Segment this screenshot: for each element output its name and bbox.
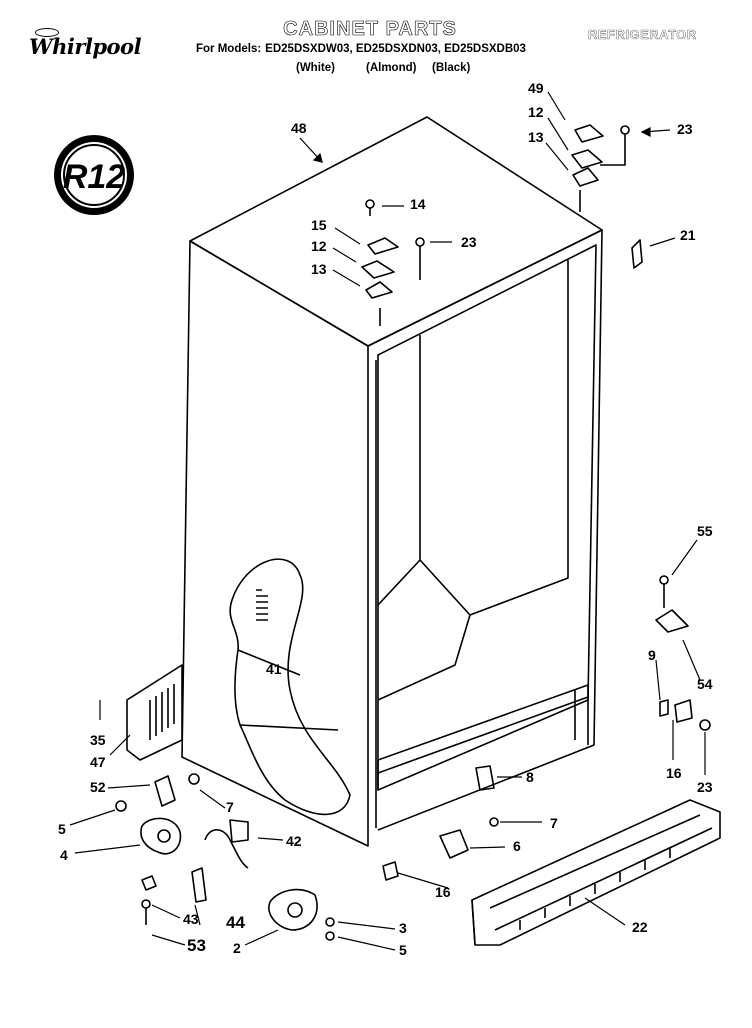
hinge-part-13-right xyxy=(572,167,599,187)
callout-23-mid: 23 xyxy=(461,234,477,250)
callout-47: 47 xyxy=(90,754,106,770)
callout-22: 22 xyxy=(632,919,648,935)
callout-42: 42 xyxy=(286,833,302,849)
logo-oval-icon xyxy=(35,28,59,37)
color-black: (Black) xyxy=(432,62,471,74)
part-8-block xyxy=(475,765,495,791)
callout-8: 8 xyxy=(526,769,534,785)
callout-16-lower: 16 xyxy=(435,884,451,900)
callout-7-left: 7 xyxy=(226,799,234,815)
model-list: For Models:ED25DSXDW03, ED25DSXDN03, ED2… xyxy=(196,43,526,55)
callout-52: 52 xyxy=(90,779,106,795)
callout-9: 9 xyxy=(648,647,656,663)
callout-44: 44 xyxy=(226,913,245,932)
callout-12-right: 12 xyxy=(528,104,544,120)
callout-23-bottom: 23 xyxy=(697,779,713,795)
callout-3: 3 xyxy=(399,920,407,936)
part-42-wiring xyxy=(204,819,249,869)
cabinet-front-frame xyxy=(367,229,603,831)
part-16-lower xyxy=(382,861,399,881)
part-6-bracket xyxy=(439,829,469,859)
callout-6: 6 xyxy=(513,838,521,854)
r12-refrigerant-badge: R12 xyxy=(54,135,134,215)
whirlpool-logo: Whirlpool xyxy=(15,28,155,70)
hinge-part-49 xyxy=(574,124,604,143)
hinge-part-12 xyxy=(361,260,395,279)
part-16-bracket xyxy=(674,699,693,723)
callout-53: 53 xyxy=(187,936,206,955)
callout-43: 43 xyxy=(183,911,199,927)
callout-48: 48 xyxy=(291,120,307,136)
cabinet-left-side xyxy=(181,240,369,847)
callout-4: 4 xyxy=(60,847,68,863)
page-title: CABINET PARTS xyxy=(283,18,457,41)
callout-7-right: 7 xyxy=(550,815,558,831)
color-almond: (Almond) xyxy=(366,62,417,74)
callout-13-left: 13 xyxy=(311,261,327,277)
hinge-part-12-right xyxy=(571,149,603,169)
callout-16-right: 16 xyxy=(666,765,682,781)
part-44-clip xyxy=(191,867,207,903)
back-panel xyxy=(126,664,183,761)
cabinet-top xyxy=(189,116,603,347)
callout-14: 14 xyxy=(410,196,426,212)
part-4-motor xyxy=(140,817,182,855)
hinge-part-13 xyxy=(365,281,393,299)
callout-35: 35 xyxy=(90,732,106,748)
door-stop-21 xyxy=(631,239,643,269)
callout-49: 49 xyxy=(528,80,544,96)
hinge-part-15 xyxy=(367,237,399,255)
callout-12-left: 12 xyxy=(311,238,327,254)
callout-21: 21 xyxy=(680,227,696,243)
callout-15: 15 xyxy=(311,217,327,233)
side-cutaway xyxy=(229,558,351,816)
callout-55: 55 xyxy=(697,523,713,539)
callout-5-left: 5 xyxy=(58,821,66,837)
part-43-clamp xyxy=(141,875,157,891)
model-numbers: ED25DSXDW03, ED25DSXDN03, ED25DSXDB03 xyxy=(265,43,526,55)
part-9-clip xyxy=(659,699,669,717)
callout-5-right: 5 xyxy=(399,942,407,958)
part-52-bracket xyxy=(154,775,176,807)
callout-41: 41 xyxy=(266,661,282,677)
callout-23-top: 23 xyxy=(677,121,693,137)
color-white: (White) xyxy=(296,62,335,74)
brand-name: Whirlpool xyxy=(29,34,142,59)
part-54-bracket xyxy=(655,609,689,633)
badge-text: R12 xyxy=(63,158,125,196)
callout-13-right: 13 xyxy=(528,129,544,145)
category-label: REFRIGERATOR xyxy=(588,27,697,42)
callout-2: 2 xyxy=(233,940,241,956)
models-label: For Models: xyxy=(196,43,262,55)
callout-54: 54 xyxy=(697,676,713,692)
leader-lines xyxy=(69,91,706,951)
part-41-tube xyxy=(256,589,268,621)
part-2-motor-bracket xyxy=(268,888,318,931)
